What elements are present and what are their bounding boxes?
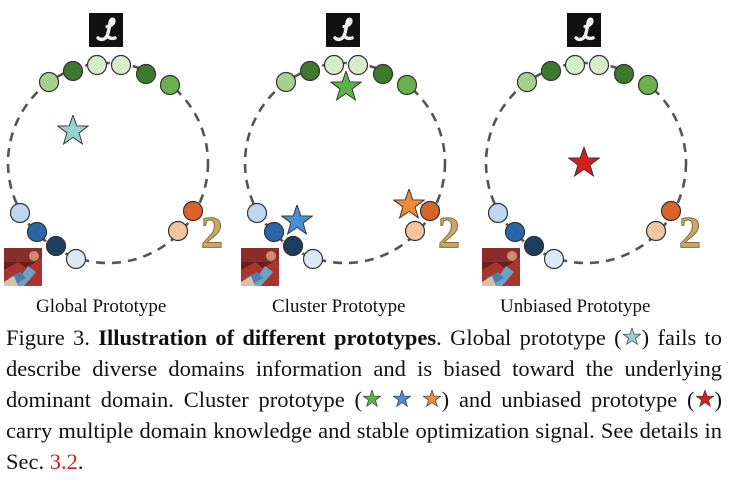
blue-star: [282, 205, 312, 234]
sample-dot: [564, 54, 586, 76]
sample-dot: [588, 54, 610, 76]
green-star-icon: [362, 389, 382, 409]
domain-ring: [243, 61, 447, 265]
caption-text: ) fails to describe diverse domains info…: [6, 325, 723, 412]
domain-ring: [484, 61, 688, 265]
sample-dot: [543, 248, 565, 270]
panel-label-unbiased: Unbiased Prototype: [500, 296, 651, 317]
panel-label-global: Global Prototype: [36, 296, 167, 317]
digit-two-image: 2: [679, 208, 701, 257]
domain-ring: [6, 61, 210, 265]
sample-dot: [660, 200, 682, 222]
red-star-icon: [695, 389, 715, 409]
sample-dot: [302, 248, 324, 270]
sample-dot: [110, 54, 132, 76]
sample-dot: [419, 200, 441, 222]
sample-dot: [275, 71, 297, 93]
orange-star: [394, 189, 424, 218]
sample-dots: [9, 54, 204, 270]
sample-dot: [26, 221, 48, 243]
green-star: [331, 71, 361, 100]
sample-dot: [347, 54, 369, 76]
sample-dot: [167, 220, 189, 242]
sample-dot: [159, 74, 181, 96]
orange-star-icon: [422, 389, 442, 409]
sample-dot: [182, 200, 204, 222]
photo-image: [482, 248, 520, 286]
sample-dot: [396, 74, 418, 96]
sample-dot: [263, 221, 285, 243]
cursive-one-image: [89, 11, 123, 49]
panel-global: 2: [4, 11, 224, 286]
prototype-illustration-figure: 2 2: [4, 11, 702, 286]
sample-dot: [38, 71, 60, 93]
sample-dot: [135, 63, 157, 85]
caption-text: . Global prototype (: [436, 325, 622, 350]
sample-dot: [487, 202, 509, 224]
sample-dot: [323, 54, 345, 76]
sample-dot: [404, 220, 426, 242]
sample-dot: [540, 60, 562, 82]
sample-dot: [645, 220, 667, 242]
photo-image: [4, 248, 42, 286]
sample-dot: [62, 60, 84, 82]
caption-text: ) carry multiple domain knowledge and st…: [6, 387, 723, 474]
sample-dot: [246, 202, 268, 224]
figure-caption: Figure 3. Illustration of different prot…: [6, 322, 722, 477]
digit-two-image: 2: [201, 208, 223, 257]
caption-text: ) and unbiased prototype (: [441, 387, 695, 412]
sample-dot: [45, 235, 67, 257]
sample-dot: [65, 248, 87, 270]
sample-dot: [372, 63, 394, 85]
sample-dot: [504, 221, 526, 243]
panel-cluster: 2: [241, 11, 461, 286]
cursive-one-image: [567, 11, 601, 49]
global-star-icon: [622, 327, 642, 347]
sample-dot: [282, 235, 304, 257]
section-reference-link[interactable]: 3.2: [49, 449, 78, 474]
caption-text: .: [77, 449, 84, 474]
sample-dot: [516, 71, 538, 93]
sample-dot: [9, 202, 31, 224]
sample-dot: [299, 60, 321, 82]
red-star: [569, 147, 599, 176]
blue-star-icon: [392, 389, 412, 409]
sample-dot: [637, 74, 659, 96]
caption-figure-label: Figure 3.: [6, 325, 90, 350]
digit-two-image: 2: [438, 208, 460, 257]
sample-dot: [613, 63, 635, 85]
caption-title: Illustration of different prototypes: [98, 325, 437, 350]
cursive-one-image: [326, 11, 360, 49]
global-star: [58, 115, 88, 144]
sample-dots: [246, 54, 441, 270]
photo-image: [241, 248, 279, 286]
panel-label-cluster: Cluster Prototype: [272, 296, 406, 317]
sample-dot: [523, 235, 545, 257]
sample-dot: [86, 54, 108, 76]
panel-unbiased: 2: [482, 11, 702, 286]
sample-dots: [487, 54, 682, 270]
